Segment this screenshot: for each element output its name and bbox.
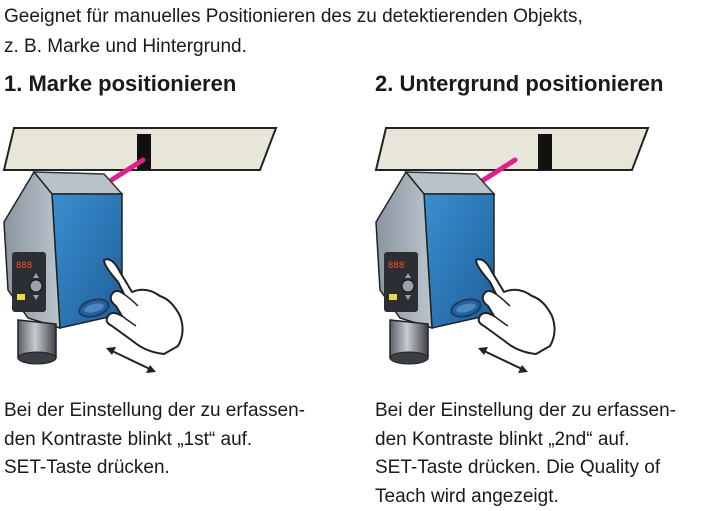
caption-line: den Kontraste blinkt „1st“ auf. xyxy=(4,426,305,455)
move-arrow-icon xyxy=(110,350,152,370)
contrast-mark xyxy=(538,134,552,170)
illustration-step-1: 888 xyxy=(0,110,345,380)
move-arrow-icon xyxy=(482,350,524,370)
caption-line: SET-Taste drücken. xyxy=(4,454,305,483)
step-1-caption: Bei der Einstellung der zu erfassen- den… xyxy=(4,397,305,483)
intro-line-1: Geeignet für manuelles Positionieren des… xyxy=(4,2,583,32)
illustration-step-2: 888 xyxy=(372,110,717,380)
caption-line: den Kontraste blinkt „2nd“ auf. xyxy=(375,426,676,455)
hand-icon xyxy=(104,259,183,354)
display-digits: 888 xyxy=(388,261,404,271)
caption-line: Teach wird angezeigt. xyxy=(375,483,676,511)
step-2-title: 2. Untergrund positionieren xyxy=(375,70,663,98)
caption-line: Bei der Einstellung der zu erfassen- xyxy=(4,397,305,426)
set-button xyxy=(402,280,414,292)
intro-line-2: z. B. Marke und Hintergrund. xyxy=(4,32,583,62)
intro-text: Geeignet für manuelles Positionieren des… xyxy=(4,2,583,62)
step-1-title: 1. Marke positionieren xyxy=(4,70,236,98)
display-digits: 888 xyxy=(16,261,32,271)
caption-line: Bei der Einstellung der zu erfassen- xyxy=(375,397,676,426)
caption-line: SET-Taste drücken. Die Quality of xyxy=(375,454,676,483)
status-led xyxy=(389,294,397,300)
step-2-caption: Bei der Einstellung der zu erfassen- den… xyxy=(375,397,676,511)
set-button xyxy=(30,280,42,292)
hand-icon xyxy=(476,259,555,354)
status-led xyxy=(17,294,25,300)
